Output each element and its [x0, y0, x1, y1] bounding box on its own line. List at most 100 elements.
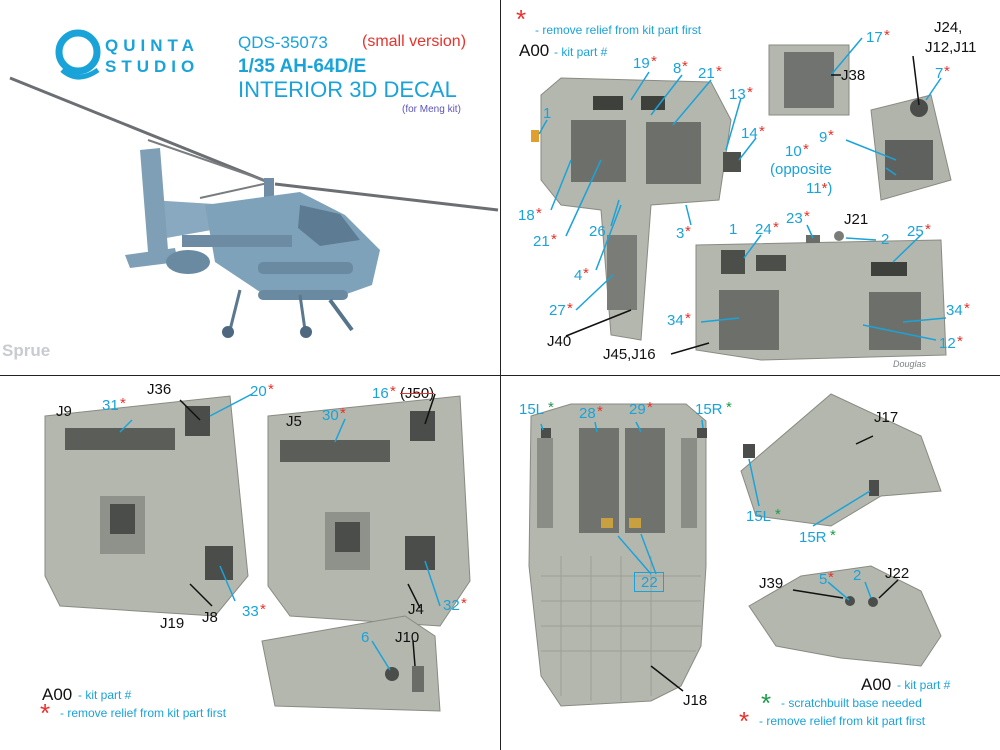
label-opposite-11: 11*): [806, 181, 832, 196]
asterisk-32: *: [461, 595, 467, 612]
label-j12-j11: J12,J11: [925, 39, 977, 56]
label-29: 29: [629, 401, 646, 418]
label-21a: 21: [698, 65, 715, 82]
label-close-paren: ): [827, 180, 833, 197]
asterisk-19: *: [651, 53, 657, 70]
label-j39: J39: [759, 575, 784, 592]
label-j18: J18: [683, 692, 708, 709]
label-25: 25: [907, 223, 924, 240]
label-4: 4: [574, 267, 583, 284]
asterisk-18: *: [536, 205, 542, 222]
legend-kit-part-code-q4: A00: [861, 675, 892, 694]
label-j24: J24,: [934, 19, 963, 36]
sprue-brothers-watermark: Sprue: [2, 342, 50, 359]
legend-scratchbuilt: - scratchbuilt base needed: [781, 696, 922, 710]
quinta-logo-icon: [55, 29, 101, 80]
legend-kit-part-code: A00: [519, 41, 550, 60]
asterisk-23: *: [804, 208, 810, 225]
asterisk-3: *: [685, 223, 691, 240]
label-13: 13: [729, 86, 746, 103]
legend-asterisk-icon-q4: *: [739, 706, 750, 736]
title-panel: QUINTA STUDIO QDS-35073 (small version) …: [0, 0, 500, 375]
label-21b: 21: [533, 233, 550, 250]
asterisk-20: *: [268, 381, 274, 398]
label-j38: J38: [841, 67, 866, 84]
label-j5: J5: [286, 413, 302, 430]
label-31: 31: [102, 397, 119, 414]
label-j19: J19: [160, 615, 185, 632]
asterisk-15r-green: *: [726, 399, 732, 416]
asterisk-9: *: [828, 127, 834, 144]
brand-line1: QUINTA: [105, 36, 199, 55]
douglas-watermark: Douglas: [893, 360, 926, 369]
label-26: 26: [589, 223, 606, 240]
label-j9: J9: [56, 403, 72, 420]
label-j22: J22: [885, 565, 910, 582]
helicopter-illustration: [9, 76, 499, 338]
label-18: 18: [518, 207, 535, 224]
asterisk-34a: *: [685, 310, 691, 327]
label-j17: J17: [874, 409, 899, 426]
product-title: INTERIOR 3D DECAL: [238, 77, 457, 102]
label-22: 22: [641, 574, 658, 591]
asterisk-5: *: [828, 569, 834, 586]
asterisk-29: *: [647, 399, 653, 416]
horizontal-divider: [0, 375, 1000, 376]
asterisk-10: *: [803, 141, 809, 158]
label-j8: J8: [202, 609, 218, 626]
legend-remove-relief: - remove relief from kit part first: [535, 23, 702, 37]
label-8: 8: [673, 60, 682, 77]
label-j4: J4: [408, 601, 424, 618]
label-j36: J36: [147, 381, 172, 398]
label-20: 20: [250, 383, 267, 400]
scale-model: 1/35 AH-64D/E: [238, 56, 367, 77]
label-19: 19: [633, 55, 650, 72]
asterisk-24: *: [773, 219, 779, 236]
asterisk-25: *: [925, 221, 931, 238]
legend-kit-part-label: - kit part #: [554, 45, 608, 59]
legend-asterisk-icon: *: [516, 4, 527, 34]
label-24: 24: [755, 221, 772, 238]
asterisk-28: *: [597, 403, 603, 420]
label-15l: 15L: [519, 401, 545, 418]
label-j50: (J50): [400, 385, 435, 402]
label-15r: 15R: [695, 401, 723, 418]
asterisk-27: *: [567, 300, 573, 317]
label-opposite: (opposite: [770, 161, 832, 178]
panel-instruments: * - remove relief from kit part first A0…: [501, 0, 1000, 375]
label-j40: J40: [547, 333, 572, 350]
product-code-prefix: QDS-: [238, 33, 281, 52]
label-14: 14: [741, 125, 758, 142]
watermark-sprue: Sprue: [2, 341, 51, 360]
label-15r-2: 15R: [799, 529, 827, 546]
label-6: 6: [361, 629, 370, 646]
brand-line2: STUDIO: [105, 57, 200, 76]
label-10: 10: [785, 143, 802, 160]
product-code-number: 35073: [280, 33, 328, 52]
label-34b: 34: [946, 302, 963, 319]
asterisk-15l-green: *: [548, 399, 554, 416]
panel-side-consoles: J36 20 * J9 31 * J19 J8 33 * 16 * (J50) …: [0, 376, 500, 750]
asterisk-34b: *: [964, 300, 970, 317]
label-23: 23: [786, 210, 803, 227]
asterisk-21b: *: [551, 231, 557, 248]
asterisk-12: *: [957, 333, 963, 350]
legend-kit-part-label-q4: - kit part #: [897, 678, 951, 692]
asterisk-30: *: [340, 405, 346, 422]
label-j45-j16: J45,J16: [603, 346, 656, 363]
instrument-panel-illustration: [531, 37, 952, 361]
label-j10: J10: [395, 629, 420, 646]
asterisk-8: *: [682, 58, 688, 75]
label-1b: 1: [729, 221, 738, 238]
watermark-douglas: Douglas: [893, 359, 927, 369]
label-32: 32: [443, 597, 460, 614]
product-code: QDS-35073: [238, 34, 328, 51]
asterisk-31: *: [120, 395, 126, 412]
asterisk-15l-2-green: *: [775, 506, 781, 523]
legend-remove-relief-q4: - remove relief from kit part first: [759, 714, 926, 728]
side-console-illustration: [44, 393, 471, 712]
panel-seats: 15L * 28 * 29 * 15R * 22 J18 J17 15L * 1…: [501, 376, 1000, 750]
seat-illustration: [528, 393, 942, 707]
label-12: 12: [939, 335, 956, 352]
label-30: 30: [322, 407, 339, 424]
